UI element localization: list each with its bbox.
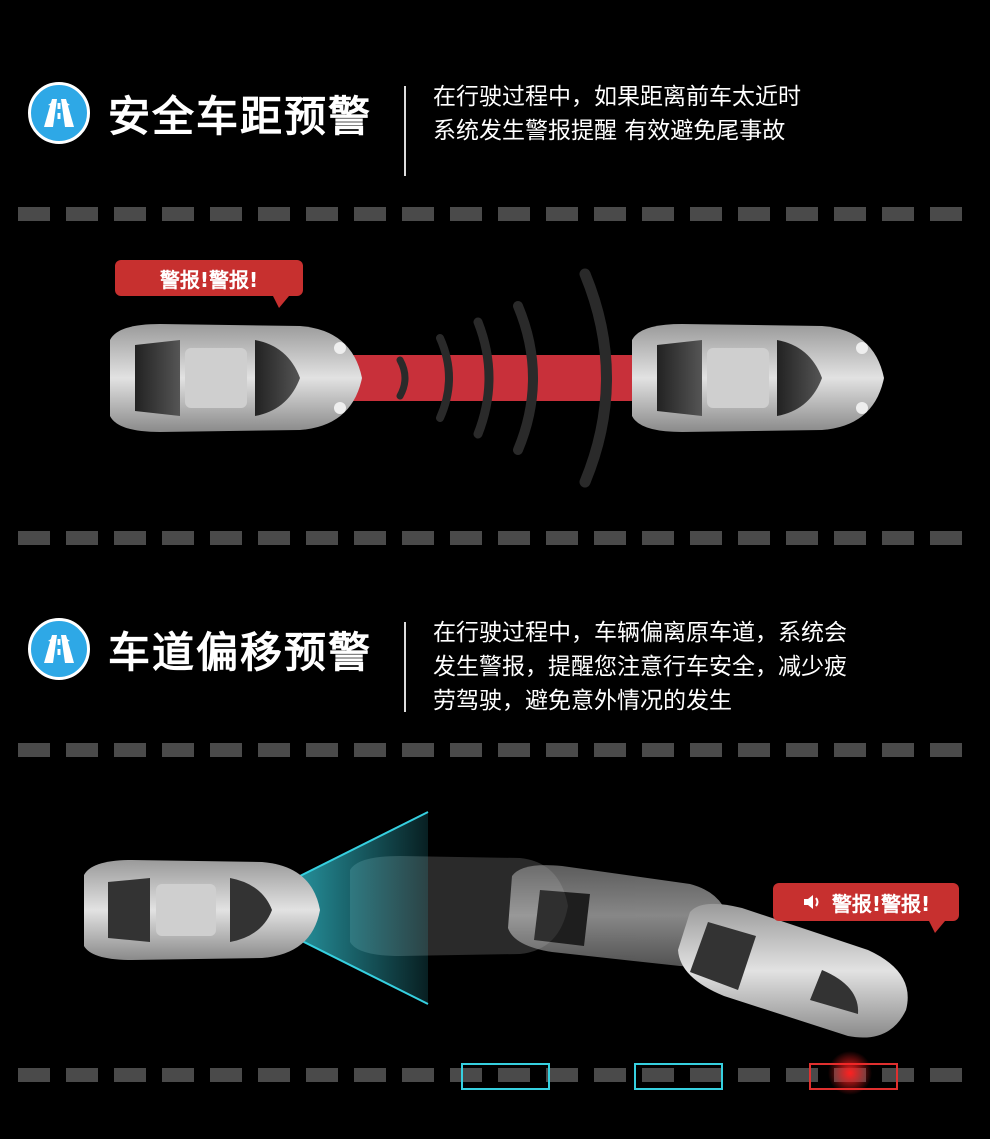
- section-description: 在行驶过程中，如果距离前车太近时 系统发生警报提醒 有效避免尾事故: [433, 80, 801, 148]
- departing-car: [678, 903, 908, 1038]
- description-line: 劳驾驶，避免意外情况的发生: [433, 688, 732, 714]
- lane-sensor-box: [461, 1063, 550, 1090]
- alert-bubble: 警报!警报!: [115, 260, 303, 308]
- section-heading: 车道偏移预警: [28, 618, 372, 680]
- lead-car: [84, 860, 320, 960]
- speaker-icon: [802, 892, 824, 912]
- camera-beam: [236, 812, 428, 1004]
- section-lane-departure: 车道偏移预警 在行驶过程中，车辆偏离原车道，系统会 发生警报，提醒您注意行车安全…: [0, 560, 990, 1139]
- road-icon: [28, 618, 90, 680]
- description-line: 发生警报，提醒您注意行车安全，减少疲: [433, 654, 847, 680]
- distance-warning-scene: [110, 268, 884, 488]
- description-line: 在行驶过程中，车辆偏离原车道，系统会: [433, 620, 847, 646]
- description-line: 在行驶过程中，如果距离前车太近时: [433, 84, 801, 110]
- lane-marking: [18, 531, 972, 545]
- alert-text: 警报!警报!: [159, 267, 259, 292]
- lane-marking: [18, 1068, 972, 1082]
- rear-car: [110, 324, 362, 432]
- description-line: 系统发生警报提醒 有效避免尾事故: [433, 118, 786, 144]
- divider: [404, 86, 406, 176]
- alert-bubble: 警报!警报!: [773, 883, 959, 933]
- section-title: 车道偏移预警: [108, 627, 373, 677]
- section-title: 安全车距预警: [108, 91, 373, 141]
- front-car: [632, 324, 884, 432]
- lane-departure-scene: [84, 811, 908, 1095]
- signal-waves: [396, 268, 612, 488]
- distance-bar: [345, 355, 645, 401]
- section-description: 在行驶过程中，车辆偏离原车道，系统会 发生警报，提醒您注意行车安全，减少疲 劳驾…: [433, 616, 847, 718]
- section-safe-distance: 安全车距预警 在行驶过程中，如果距离前车太近时 系统发生警报提醒 有效避免尾事故…: [0, 0, 990, 560]
- lane-sensor-box: [634, 1063, 723, 1090]
- lane-marking: [18, 743, 972, 757]
- road-icon: [28, 82, 90, 144]
- divider: [404, 622, 406, 712]
- lane-marking: [18, 207, 972, 221]
- alert-text: 警报!警报!: [831, 891, 931, 916]
- section-heading: 安全车距预警: [28, 82, 372, 144]
- ghost-car: [508, 865, 730, 967]
